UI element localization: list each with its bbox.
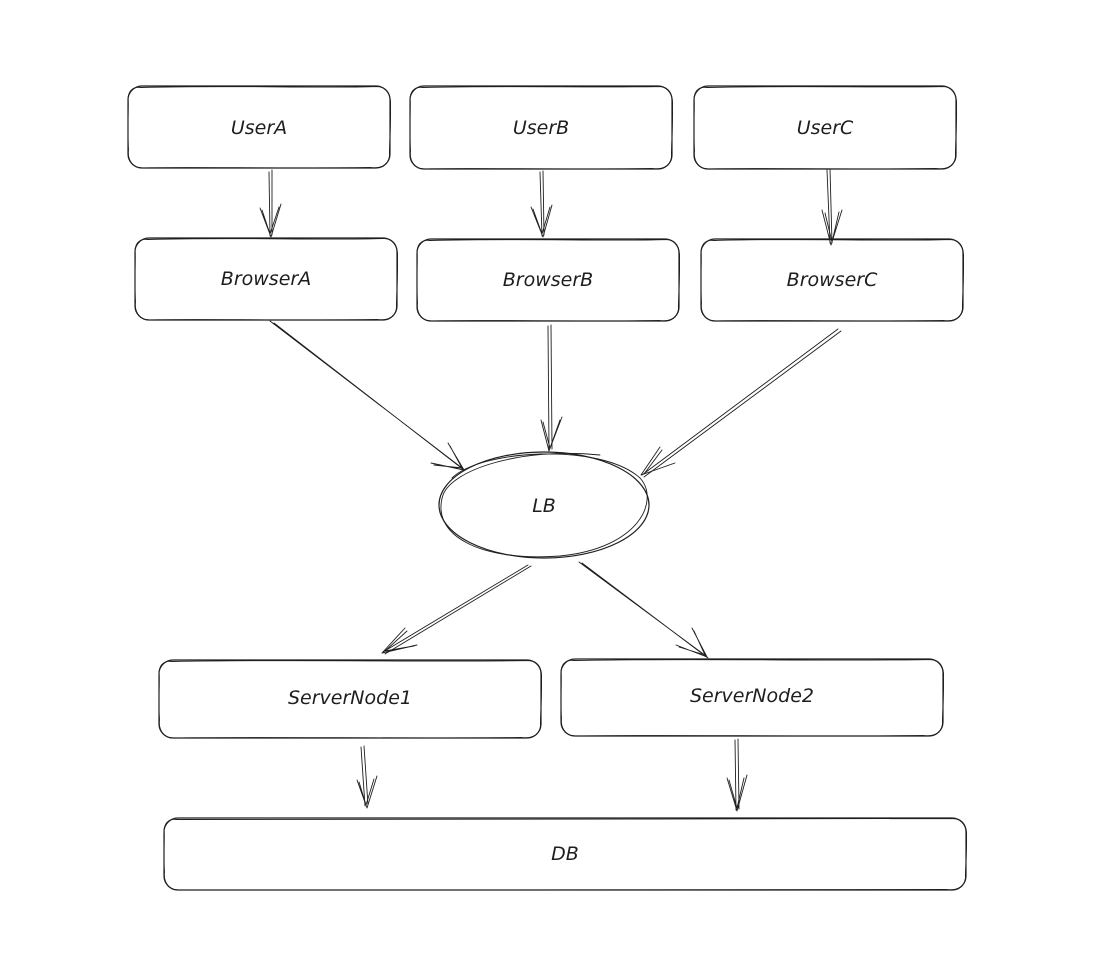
node-user-c-label: UserC (797, 117, 854, 139)
edge-browsera-lb (269, 320, 465, 471)
edge-userc-browserc (821, 168, 843, 246)
edge-usera-browsera (259, 169, 282, 238)
node-lb-label: LB (532, 495, 556, 517)
node-browser-c[interactable]: BrowserC (700, 238, 965, 322)
node-server-node-2-label: ServerNode2 (690, 685, 814, 707)
node-lb[interactable]: LB (438, 451, 650, 559)
node-user-c[interactable]: UserC (693, 85, 958, 170)
edge-browserb-lb (540, 324, 563, 452)
edge-servernode1-db (356, 745, 378, 809)
node-browser-c-label: BrowserC (787, 269, 878, 291)
node-browser-a[interactable]: BrowserA (134, 237, 399, 321)
edge-browserc-lb (640, 328, 842, 478)
edge-lb-servernode2 (578, 561, 709, 659)
node-user-a[interactable]: UserA (127, 85, 392, 169)
node-server-node-2[interactable]: ServerNode2 (560, 658, 945, 737)
node-user-a-label: UserA (231, 117, 287, 139)
node-browser-a-label: BrowserA (221, 268, 311, 290)
node-browser-b-label: BrowserB (503, 269, 593, 291)
node-browser-b[interactable]: BrowserB (416, 238, 681, 322)
edge-lb-servernode1 (381, 564, 532, 655)
edge-userb-browserb (530, 170, 553, 238)
node-db[interactable]: DB (163, 817, 968, 891)
node-server-node-1-label: ServerNode1 (288, 687, 412, 709)
node-db-label: DB (551, 843, 579, 865)
node-user-b-label: UserB (513, 117, 569, 139)
node-server-node-1[interactable]: ServerNode1 (158, 659, 543, 739)
edge-servernode2-db (726, 738, 748, 812)
node-user-b[interactable]: UserB (409, 85, 674, 170)
